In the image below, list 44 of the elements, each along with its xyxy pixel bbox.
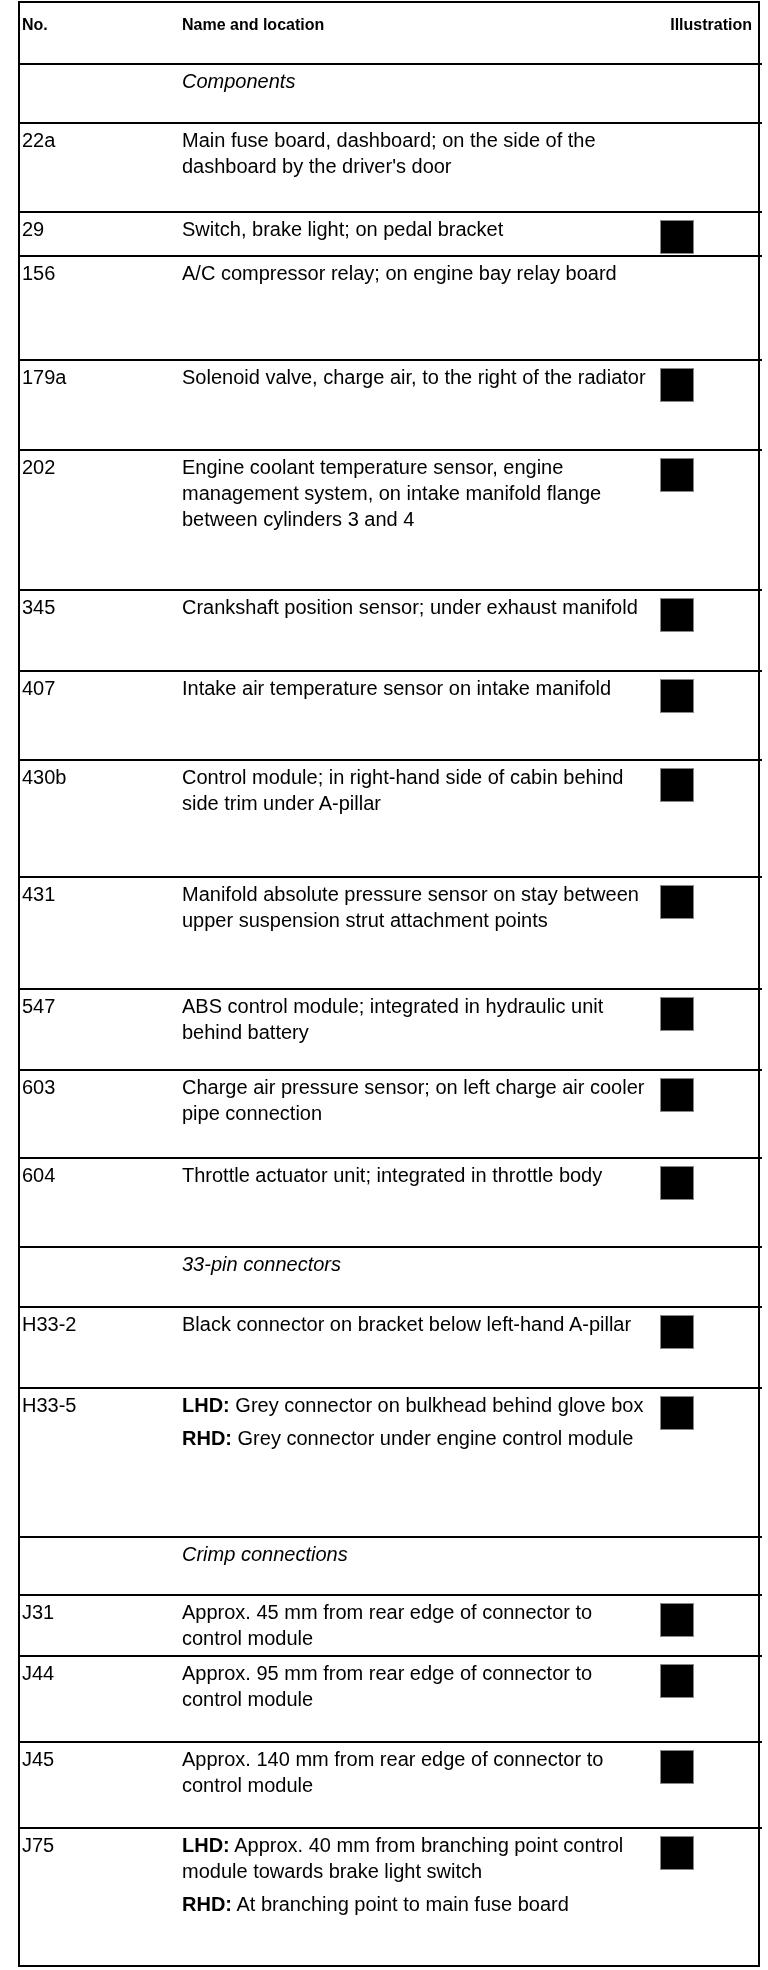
description: Control module; in right-hand side of cabin behind side trim under A-pillar xyxy=(182,765,625,816)
item-number: 29 xyxy=(22,217,46,242)
description: RHD: At branching point to main fuse board xyxy=(182,1892,570,1917)
description: Approx. 140 mm from rear edge of connector to control module xyxy=(182,1747,605,1798)
description: Approx. 95 mm from rear edge of connector to control module xyxy=(182,1661,594,1712)
item-number: J31 xyxy=(22,1600,56,1625)
description: Switch, brake light; on pedal bracket xyxy=(182,217,505,242)
description: Intake air temperature sensor on intake manifold xyxy=(182,676,613,701)
item-number: 547 xyxy=(22,994,57,1019)
description: Throttle actuator unit; integrated in throttle body xyxy=(182,1163,604,1188)
item-number: 604 xyxy=(22,1163,57,1188)
description: Solenoid valve, charge air, to the right of the radiator xyxy=(182,365,647,390)
item-number: 430b xyxy=(22,765,68,790)
description: LHD: Grey connector on bulkhead behind glove box xyxy=(182,1393,645,1418)
item-number: 179a xyxy=(22,365,68,390)
description: Black connector on bracket below left-hand A-pillar xyxy=(182,1312,633,1337)
description: Main fuse board, dashboard; on the side of the dashboard by the driver's door xyxy=(182,128,597,179)
column-header: Illustration xyxy=(669,15,752,35)
item-number: 407 xyxy=(22,676,57,701)
item-number: 22a xyxy=(22,128,57,153)
item-number: 202 xyxy=(22,455,57,480)
description: Crankshaft position sensor; under exhaust manifold xyxy=(182,595,639,620)
description: Charge air pressure sensor; on left charge air cooler pipe connection xyxy=(182,1075,646,1126)
section-heading: 33-pin connectors xyxy=(182,1252,342,1277)
description: A/C compressor relay; on engine bay relay board xyxy=(182,261,618,286)
section-heading: Components xyxy=(182,69,297,94)
description: RHD: Grey connector under engine control module xyxy=(182,1426,635,1451)
description: ABS control module; integrated in hydraulic unit behind battery xyxy=(182,994,605,1045)
column-header: No. xyxy=(22,15,49,35)
description: Engine coolant temperature sensor, engine management system, on intake manifold flange between cylinders 3 and 4 xyxy=(182,455,603,532)
description: Approx. 45 mm from rear edge of connector to control module xyxy=(182,1600,594,1651)
item-number: J45 xyxy=(22,1747,56,1772)
description: Manifold absolute pressure sensor on stay between upper suspension strut attachment points xyxy=(182,882,640,933)
item-number: 345 xyxy=(22,595,57,620)
item-number: 603 xyxy=(22,1075,57,1100)
item-number: J75 xyxy=(22,1833,56,1858)
item-number: 431 xyxy=(22,882,57,907)
item-number: J44 xyxy=(22,1661,56,1686)
description: LHD: Approx. 40 mm from branching point control module towards brake light switch xyxy=(182,1833,625,1884)
item-number: 156 xyxy=(22,261,57,286)
item-number: H33-2 xyxy=(22,1312,78,1337)
item-number: H33-5 xyxy=(22,1393,78,1418)
column-header: Name and location xyxy=(182,15,326,35)
section-heading: Crimp connections xyxy=(182,1542,349,1567)
